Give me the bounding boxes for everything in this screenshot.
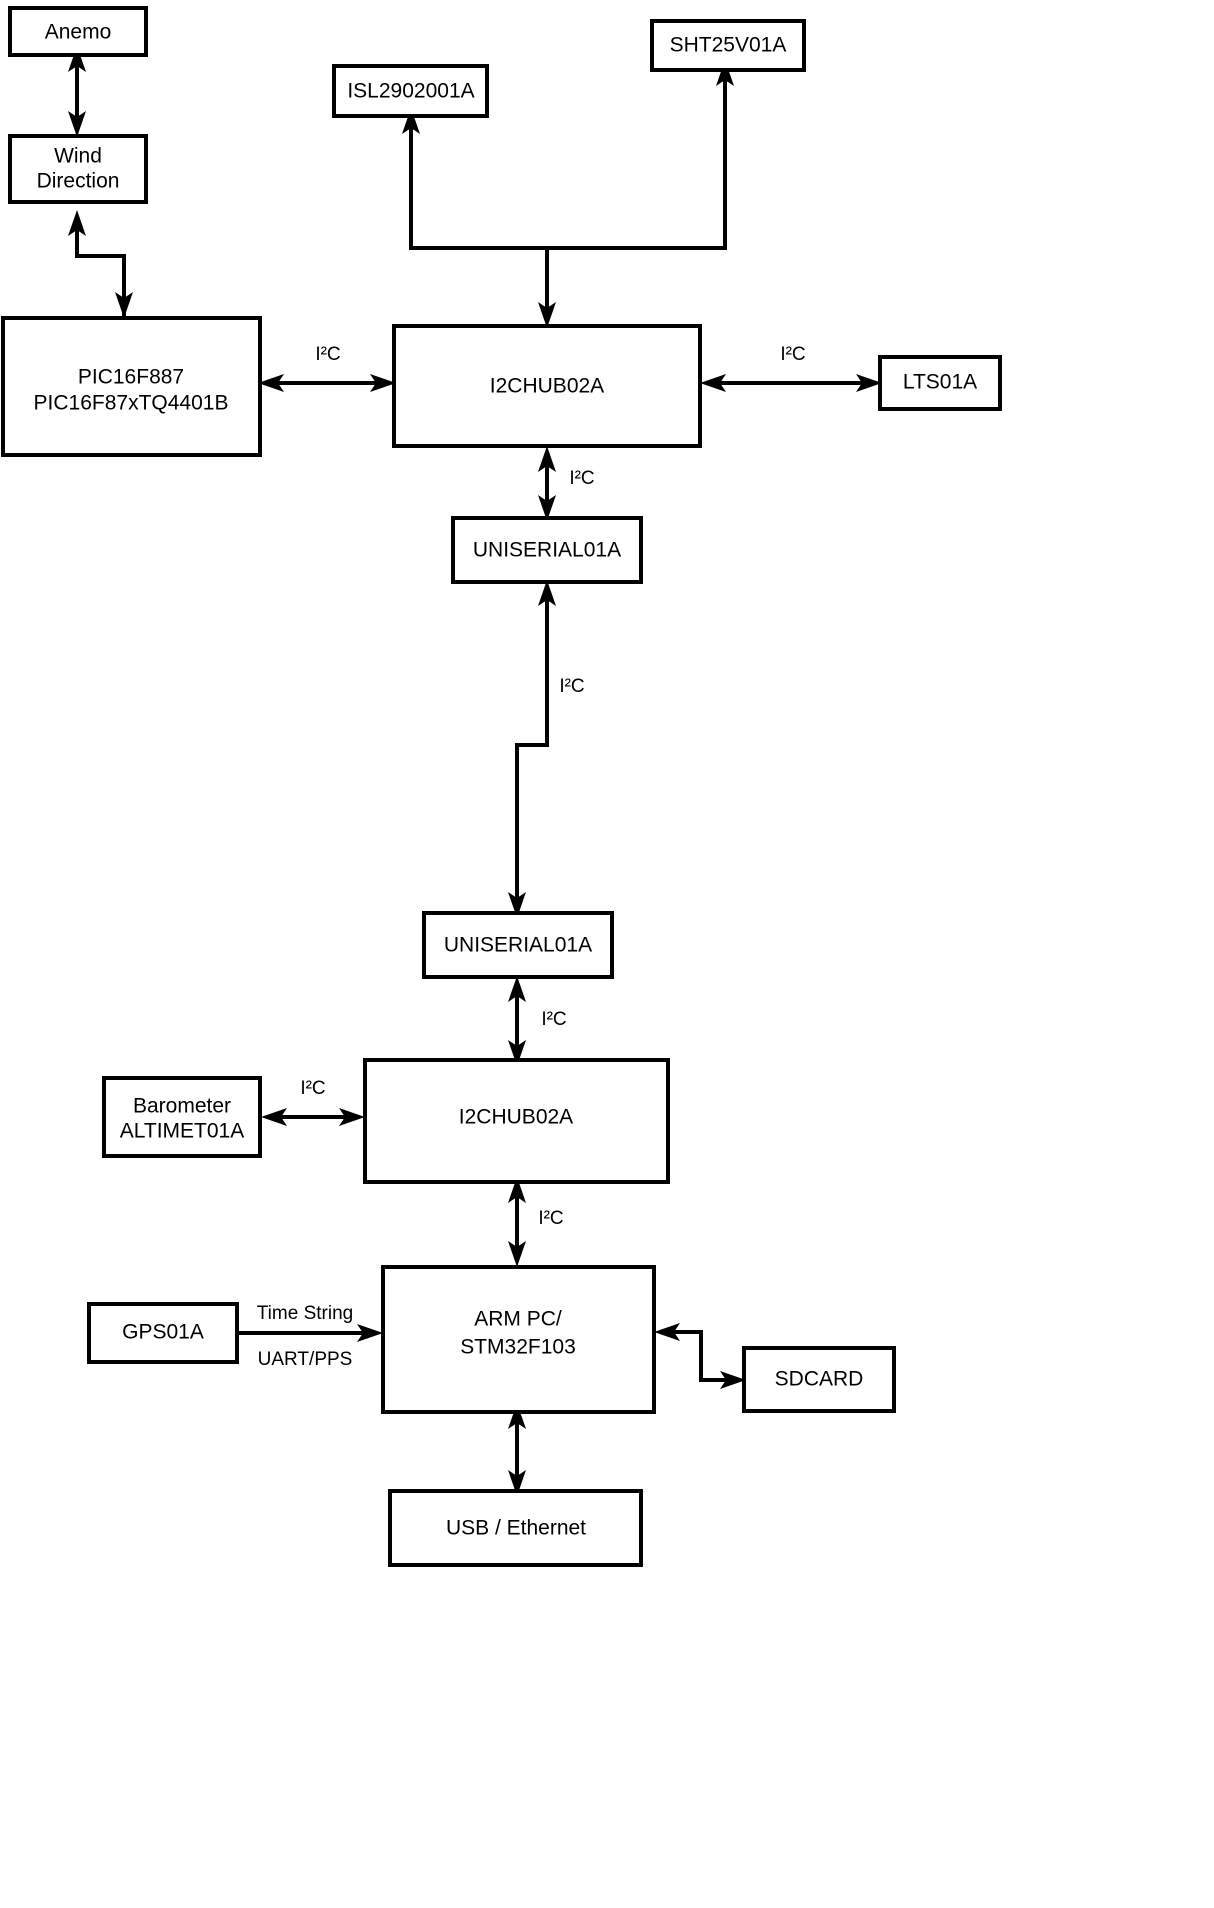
node-arm-pc-stm32f103-box[interactable] [381,1265,656,1414]
node-uniserial01a-top-box[interactable] [451,516,643,584]
node-uniserial01a-bottom[interactable]: UNISERIAL01A [422,911,614,979]
node-i2chub02a-top[interactable]: I2CHUB02A [392,324,702,448]
node-wind-direction[interactable]: Wind Direction [8,134,148,204]
node-anemo-label: Anemo [45,21,112,44]
connector-barometer-to-hubbot: I²C [261,1078,365,1126]
arrowhead-up-icon [508,1177,526,1203]
edge-label-i2c: I²C [780,344,805,365]
arrowhead-up-icon [538,446,556,472]
node-i2chub02a-bottom-box[interactable] [363,1058,670,1184]
arrowhead-right-icon [720,1371,746,1389]
node-isl2902001a[interactable]: ISL2902001A [332,64,489,118]
node-isl2902001a-label: ISL2902001A [347,80,474,103]
node-barometer-label-line1: Barometer [133,1095,231,1118]
node-wind-direction-label-line2: Direction [37,170,120,193]
node-barometer-label-line2: ALTIMET01A [120,1120,244,1143]
node-i2chub02a-top-box[interactable] [392,324,702,448]
node-wind-direction-label-line1: Wind [54,145,102,168]
arrowhead-up-icon [716,60,734,86]
node-lts01a-box[interactable] [878,355,1002,411]
arrowhead-right-icon [339,1108,365,1126]
arrowhead-left-icon [261,1108,287,1126]
node-uniserial01a-top-label: UNISERIAL01A [473,539,621,562]
connector-hubtop-to-uniserial-top: I²C [538,446,595,521]
node-uniserial01a-bottom-label: UNISERIAL01A [444,934,592,957]
connector-arm-to-usb [508,1403,526,1496]
node-usb-ethernet-box[interactable] [388,1489,643,1567]
arrowhead-down-icon [508,1241,526,1267]
connector-arm-to-hubbot: I²C [508,1177,564,1267]
connector-hubtop-to-lts: I²C [700,344,882,392]
node-anemo[interactable]: Anemo [8,6,148,57]
node-anemo-box[interactable] [8,6,148,57]
arrowhead-right-icon [856,374,882,392]
arrowhead-up-icon [68,210,86,236]
node-gps01a[interactable]: GPS01A [87,1302,239,1364]
node-lts01a[interactable]: LTS01A [878,355,1002,411]
arrowhead-up-icon [508,1403,526,1429]
edge-label-i2c: I²C [559,676,584,697]
connector-arm-to-sdcard [654,1323,746,1389]
arrowhead-down-icon [538,302,556,328]
edge-label-i2c: I²C [538,1208,563,1229]
edge-label-i2c: I²C [315,344,340,365]
node-sht25v01a-label: SHT25V01A [670,34,787,57]
connector-hubtop-to-isl [402,108,549,320]
connector-pic-to-hubtop: I²C [258,344,396,392]
node-pic16f887[interactable]: PIC16F887 PIC16F87xTQ4401B [1,316,262,457]
arrowhead-up-icon [538,580,556,606]
node-usb-ethernet[interactable]: USB / Ethernet [388,1489,643,1567]
node-arm-pc-stm32f103[interactable]: ARM PC/ STM32F103 [381,1265,656,1414]
arrowhead-up-icon [508,976,526,1002]
arrowhead-down-icon [68,111,86,137]
arrowhead-down-icon [508,892,526,918]
node-i2chub02a-top-label: I2CHUB02A [490,375,604,398]
node-i2chub02a-bottom-label: I2CHUB02A [459,1106,573,1129]
node-gps01a-box[interactable] [87,1302,239,1364]
node-gps01a-label: GPS01A [122,1321,204,1344]
node-pic16f887-box[interactable] [1,316,262,457]
edge-label-i2c: I²C [569,468,594,489]
node-sht25v01a[interactable]: SHT25V01A [650,19,806,72]
arrowhead-right-icon [357,1324,383,1342]
edge-label-i2c: I²C [541,1009,566,1030]
arrowhead-left-icon [654,1323,680,1341]
arrowhead-down-icon [508,1470,526,1496]
connector-wind-to-anemo [68,46,86,137]
edge-label-i2c: I²C [300,1078,325,1099]
node-usb-ethernet-label: USB / Ethernet [446,1517,586,1540]
node-sdcard-box[interactable] [742,1346,896,1413]
connector-hubtop-to-sht [538,60,734,328]
connector-pic-to-wind [68,210,133,318]
edge-label-uart-pps: UART/PPS [258,1349,353,1370]
arrowhead-down-icon [115,292,133,318]
arrowhead-left-icon [258,374,284,392]
arrowhead-left-icon [700,374,726,392]
edge-label-time-string: Time String [257,1303,353,1324]
node-sht25v01a-box[interactable] [650,19,806,72]
arrowhead-right-icon [370,374,396,392]
node-sdcard[interactable]: SDCARD [742,1346,896,1413]
arrowhead-up-icon [402,108,420,134]
node-arm-pc-label-line1: ARM PC/ [474,1308,562,1331]
node-sdcard-label: SDCARD [775,1368,864,1391]
node-barometer-altimet01a-box[interactable] [102,1076,262,1158]
connector-gps-to-arm: Time String UART/PPS [237,1303,383,1370]
node-isl2902001a-box[interactable] [332,64,489,118]
node-pic16f887-label-line1: PIC16F887 [78,366,184,389]
node-uniserial01a-top[interactable]: UNISERIAL01A [451,516,643,584]
connector-uniserial-bottom-to-top: I²C [508,580,585,918]
node-i2chub02a-bottom[interactable]: I2CHUB02A [363,1058,670,1184]
node-pic16f887-label-line2: PIC16F87xTQ4401B [34,392,229,415]
arrowhead-down-icon [538,495,556,521]
arrowhead-up-icon [68,46,86,72]
node-arm-pc-label-line2: STM32F103 [460,1336,576,1359]
node-uniserial01a-bottom-box[interactable] [422,911,614,979]
node-lts01a-label: LTS01A [903,371,977,394]
node-wind-direction-box[interactable] [8,134,148,204]
arrowhead-down-icon [508,1040,526,1066]
node-barometer-altimet01a[interactable]: Barometer ALTIMET01A [102,1076,262,1158]
connector-hubbot-to-uniserial-bottom: I²C [508,976,567,1066]
